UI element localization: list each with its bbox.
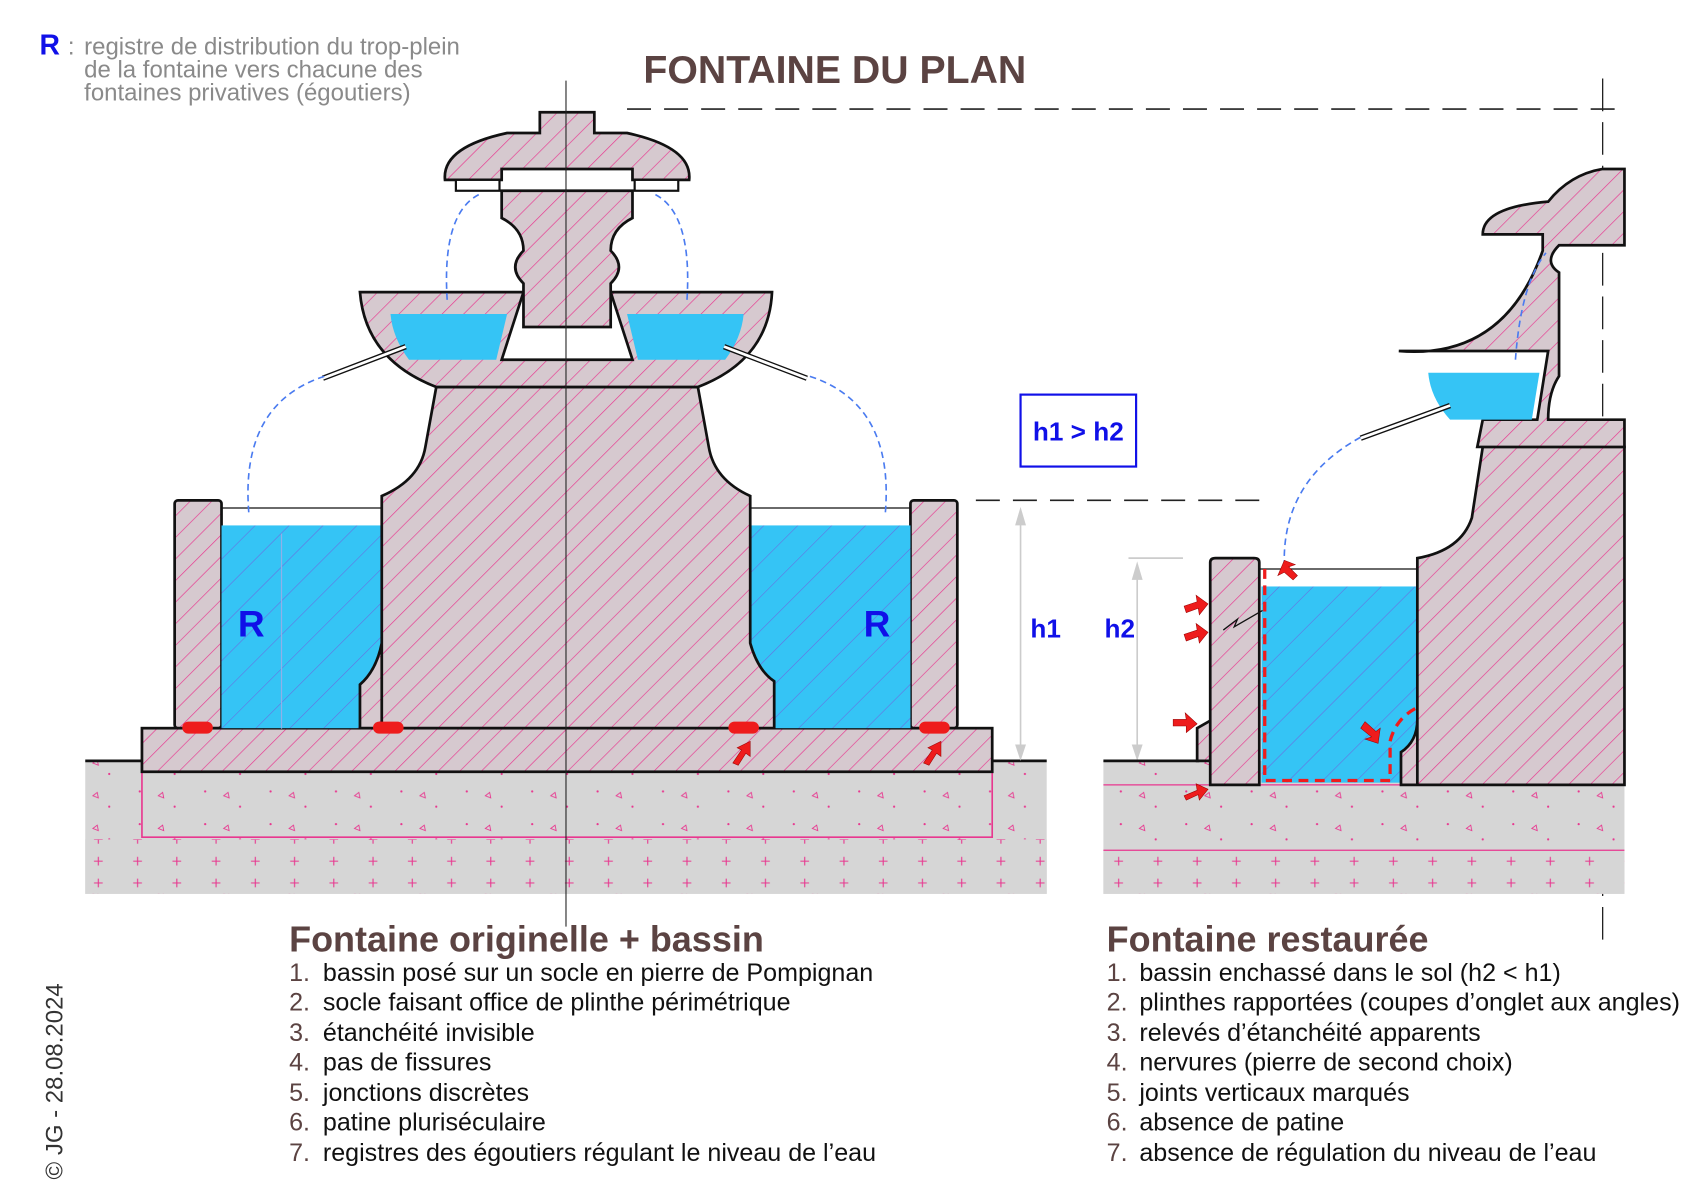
seal-marker <box>728 721 759 734</box>
list-item: relevés d’étanchéité apparents <box>1139 1019 1480 1047</box>
water-jet <box>247 193 887 513</box>
list-item: pas de fissures <box>323 1048 492 1076</box>
central-pedestal <box>358 385 776 730</box>
waterproofing-outline <box>1263 569 1416 783</box>
list-number: 2. <box>289 989 310 1017</box>
list-number: 1. <box>289 959 310 987</box>
seal-marker <box>182 721 213 734</box>
list-number: 1. <box>1107 959 1128 987</box>
water <box>750 525 911 729</box>
seal-marker <box>373 721 404 734</box>
legend-line: fontaines privatives (égoutiers) <box>84 79 410 106</box>
list-item: patine pluriséculaire <box>323 1108 546 1136</box>
comparison-box <box>1019 393 1138 468</box>
red-arrow-icon <box>1172 559 1381 801</box>
column <box>500 189 634 329</box>
list-item: jonctions discrètes <box>322 1079 529 1107</box>
basin-wall <box>909 498 959 730</box>
crack <box>1222 609 1263 631</box>
list-number: 7. <box>1107 1139 1128 1167</box>
back-pedestal <box>1399 445 1626 787</box>
page-title: FONTAINE DU PLAN <box>643 48 1026 92</box>
list-item: nervures (pierre de second choix) <box>1139 1048 1512 1076</box>
h2-label: h2 <box>1104 614 1135 644</box>
seal-marker <box>919 721 950 734</box>
legend-line: registre de distribution du trop-plein <box>84 34 460 61</box>
list-number: 5. <box>1107 1079 1128 1107</box>
red-arrow-icon <box>923 740 942 766</box>
list-item: registres des égoutiers régulant le nive… <box>323 1139 876 1167</box>
list-item: absence de patine <box>1139 1108 1344 1136</box>
original-heading: Fontaine originelle + bassin <box>289 919 764 960</box>
upper-basin <box>1398 167 1626 449</box>
socle <box>140 726 994 774</box>
list-item: plinthes rapportées (coupes d’onglet aux… <box>1139 989 1680 1017</box>
comparison-text: h1 > h2 <box>1033 416 1124 446</box>
list-number: 4. <box>1107 1048 1128 1076</box>
list-item: bassin posé sur un socle en pierre de Po… <box>323 959 873 987</box>
legend-line: de la fontaine vers chacune des <box>84 56 422 83</box>
credit: © JG - 28.08.2024 <box>41 983 68 1179</box>
legend-separator: : <box>68 34 75 61</box>
red-arrow-icon <box>732 740 751 766</box>
list-number: 6. <box>1107 1108 1128 1136</box>
list-number: 7. <box>289 1139 310 1167</box>
register-label: R <box>238 603 265 645</box>
fountain-cap <box>443 110 691 182</box>
legend-symbol: R <box>39 30 59 62</box>
water <box>1261 586 1418 783</box>
list-number: 3. <box>289 1019 310 1047</box>
list-item: socle faisant office de plinthe périmétr… <box>323 989 791 1017</box>
list-item: absence de régulation du niveau de l’eau <box>1139 1139 1596 1167</box>
list-number: 2. <box>1107 989 1128 1017</box>
restored-list: 1.bassin enchassé dans le sol (h2 < h1) … <box>1107 959 1680 1167</box>
list-number: 5. <box>289 1079 310 1107</box>
original-fountain: R R <box>85 80 1047 927</box>
list-item: bassin enchassé dans le sol (h2 < h1) <box>1139 959 1560 987</box>
list-number: 6. <box>289 1108 310 1136</box>
h1-label: h1 <box>1030 614 1061 644</box>
restored-fountain <box>1103 167 1626 894</box>
water <box>221 525 382 729</box>
list-number: 4. <box>289 1048 310 1076</box>
list-item: étanchéité invisible <box>323 1019 535 1047</box>
list-item: joints verticaux marqués <box>1138 1079 1409 1107</box>
original-list: 1. bassin posé sur un socle en pierre de … <box>289 959 876 1167</box>
plinth <box>1208 556 1261 787</box>
restored-heading: Fontaine restaurée <box>1107 919 1429 960</box>
basin-wall <box>173 498 223 730</box>
register-label: R <box>864 603 891 645</box>
list-number: 3. <box>1107 1019 1128 1047</box>
